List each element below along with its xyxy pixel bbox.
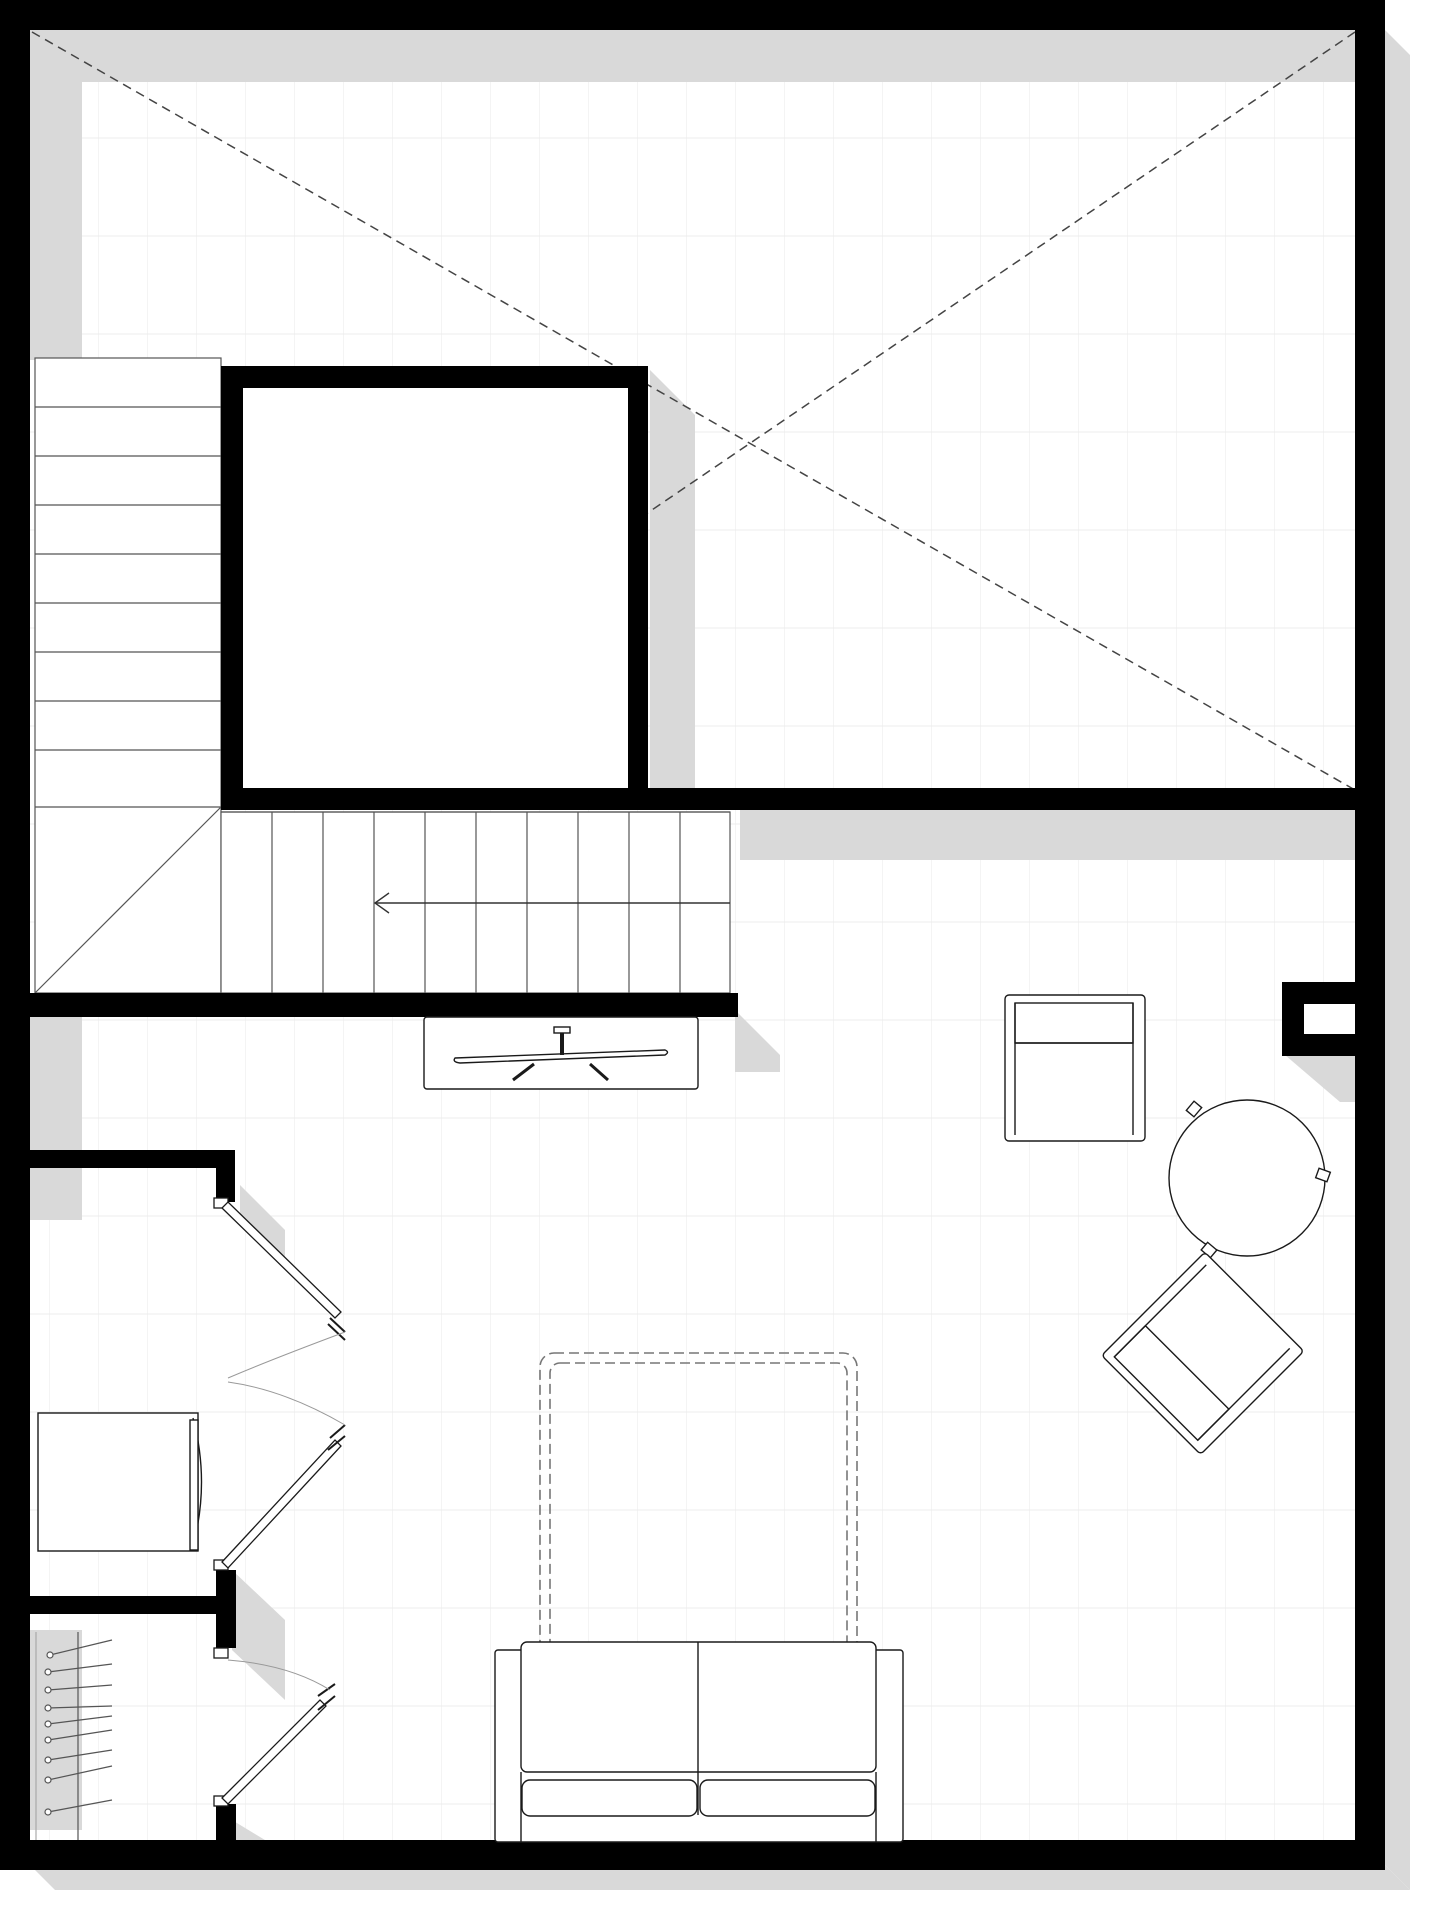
washer-dryer [37,1412,203,1552]
bifold-door-upper [213,1197,346,1379]
wall-core-top [221,366,648,388]
sofa [494,1641,904,1843]
wall-bottom [0,1840,1385,1870]
wall-closet-upper-return [216,1150,235,1202]
wall-mid-horizontal [221,788,1385,810]
clothes-rail-hangers [35,1632,113,1840]
wall-right [1355,0,1385,1865]
wall-stair-bottom [30,993,738,1017]
bifold-door-lower [213,1647,336,1807]
round-side-table [1168,1099,1332,1259]
bifold-door-middle [213,1381,346,1571]
tv-console [423,1016,699,1090]
wall-core-right [628,366,648,790]
wall-niche [1282,982,1355,1056]
armchair-top [1004,994,1146,1142]
wall-core-left [221,366,243,790]
walls [0,0,1385,1870]
wall-closet-jamb-lower [216,1804,236,1854]
wall-top [0,0,1385,30]
wall-closet-jamb [216,1570,236,1648]
wall-closet-upper-top [30,1150,235,1168]
stair-direction-arrow [373,892,730,914]
wall-left [0,0,30,1865]
outer-shadow [30,30,1410,1890]
armchair-rotated [1102,1253,1303,1454]
wall-closet-divider [30,1596,235,1614]
stairwell-core [232,380,632,790]
